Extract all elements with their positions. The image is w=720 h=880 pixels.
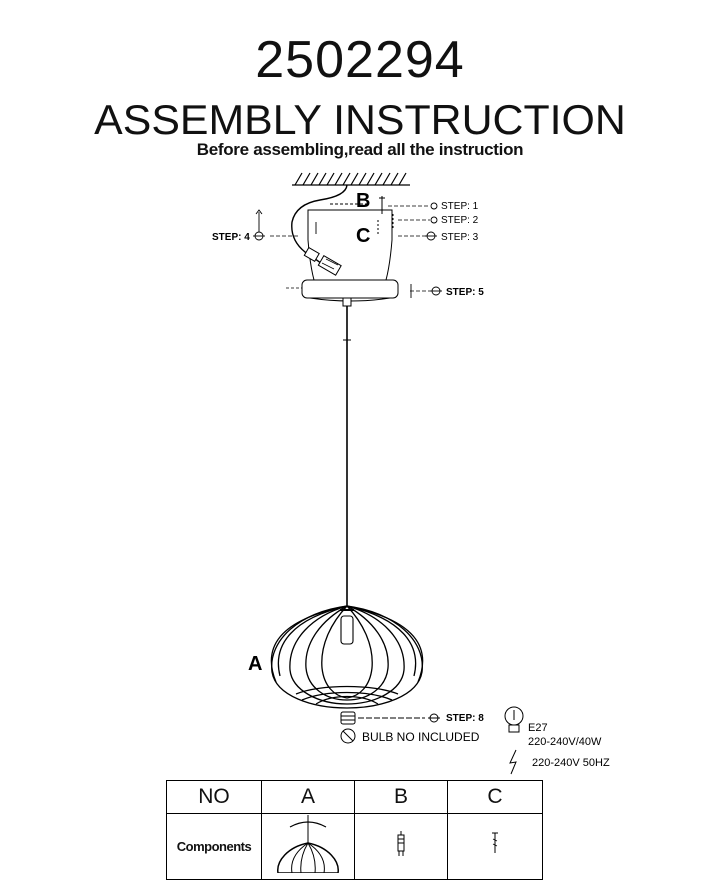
step-leaders xyxy=(270,205,430,292)
ceiling-hatch xyxy=(292,172,410,186)
lightbulb-icon xyxy=(504,706,524,733)
part-c-label: C xyxy=(356,225,370,247)
header-a: A xyxy=(261,780,355,814)
screws-right xyxy=(377,196,394,236)
product-code: 2502294 xyxy=(255,31,465,89)
component-b-cell xyxy=(354,813,448,880)
document-title: ASSEMBLY INSTRUCTION xyxy=(94,96,626,143)
screw-anchor-icon xyxy=(397,831,405,856)
step-2-label: STEP: 2 xyxy=(441,215,479,226)
power-spec: 220-240V 50HZ xyxy=(532,757,610,769)
terminal-block xyxy=(303,246,342,276)
step-3-label: STEP: 3 xyxy=(441,232,479,243)
components-table: NO A B C Components xyxy=(166,780,543,880)
document-subtitle: Before assembling,read all the instructi… xyxy=(196,140,524,159)
step-4-label: STEP: 4 xyxy=(212,232,250,243)
header-no: NO xyxy=(166,780,262,814)
component-c-cell xyxy=(447,813,543,880)
components-row-label: Components xyxy=(166,813,262,880)
lampshade-icon xyxy=(277,815,339,874)
socket-spec: E27 xyxy=(528,722,548,734)
part-b-label: B xyxy=(356,190,370,212)
component-a-cell xyxy=(261,813,355,880)
step-1-label: STEP: 1 xyxy=(441,201,479,212)
suspension-cable xyxy=(342,297,352,606)
part-a-label: A xyxy=(248,653,262,675)
lampshade xyxy=(270,605,424,709)
header-b: B xyxy=(354,780,448,814)
no-bulb-icon xyxy=(340,728,356,744)
components-row: Components xyxy=(166,813,543,880)
bulb-note: BULB NO INCLUDED xyxy=(362,730,480,744)
components-header-row: NO A B C xyxy=(166,780,543,814)
screw-icon xyxy=(492,832,498,853)
step-8-label: STEP: 8 xyxy=(446,713,484,724)
supply-wire xyxy=(291,184,348,271)
components-label: Components xyxy=(176,838,252,854)
step-5-label: STEP: 5 xyxy=(446,287,484,298)
header-c: C xyxy=(447,780,543,814)
step-markers xyxy=(253,202,442,298)
bulb-rating: 220-240V/40W xyxy=(528,736,602,748)
lightning-icon xyxy=(509,749,517,775)
bulb-icon xyxy=(340,711,440,725)
